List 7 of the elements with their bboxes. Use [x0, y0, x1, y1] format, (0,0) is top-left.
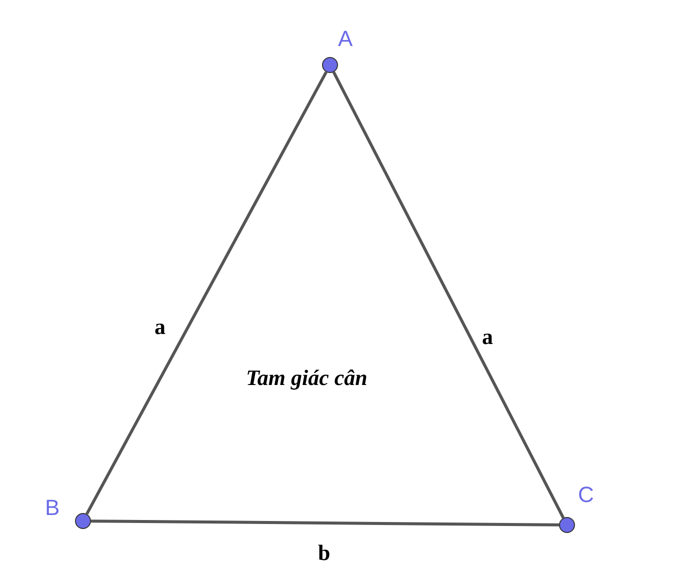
triangle-side	[332, 71, 565, 519]
triangle-name-label: Tam giác cân	[246, 366, 368, 390]
vertex-label: B	[45, 497, 60, 519]
triangle-side	[86, 71, 328, 515]
triangle-side	[90, 520, 560, 526]
vertex-label: A	[338, 28, 353, 50]
vertex-label: C	[578, 484, 594, 506]
